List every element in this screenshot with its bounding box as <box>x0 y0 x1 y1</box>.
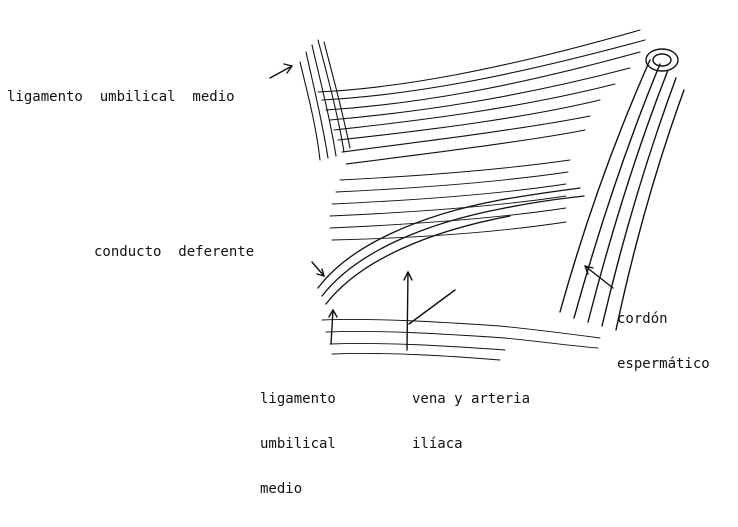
label-cordon-line-1: cordón <box>617 312 710 327</box>
abdominal-wall-band <box>318 30 645 164</box>
label-vena-line-1: vena y arteria <box>412 392 530 407</box>
label-ligamento-umbilical-medio-top: ligamento umbilical medio <box>7 90 235 105</box>
label-vena-arteria-iliaca: vena y arteria ilíaca <box>412 362 530 482</box>
anatomy-figure: ligamento umbilical medio conducto defer… <box>0 0 738 411</box>
muscle-striations <box>330 160 570 240</box>
label-umbilical-bottom-line-2: umbilical <box>260 437 336 452</box>
label-ligamento-umbilical-medio-bottom: ligamento umbilical medio <box>260 362 336 527</box>
label-conducto-deferente: conducto deferente <box>94 245 254 260</box>
label-umbilical-bottom-line-1: ligamento <box>260 392 336 407</box>
floor-striations <box>322 319 600 360</box>
label-cordon-line-2: espermático <box>617 357 710 372</box>
label-vena-line-2: ilíaca <box>412 437 530 452</box>
ductus-deferens-band <box>318 188 584 304</box>
label-umbilical-bottom-line-3: medio <box>260 482 336 497</box>
label-cordon-espermatico: cordón espermático <box>617 282 710 402</box>
